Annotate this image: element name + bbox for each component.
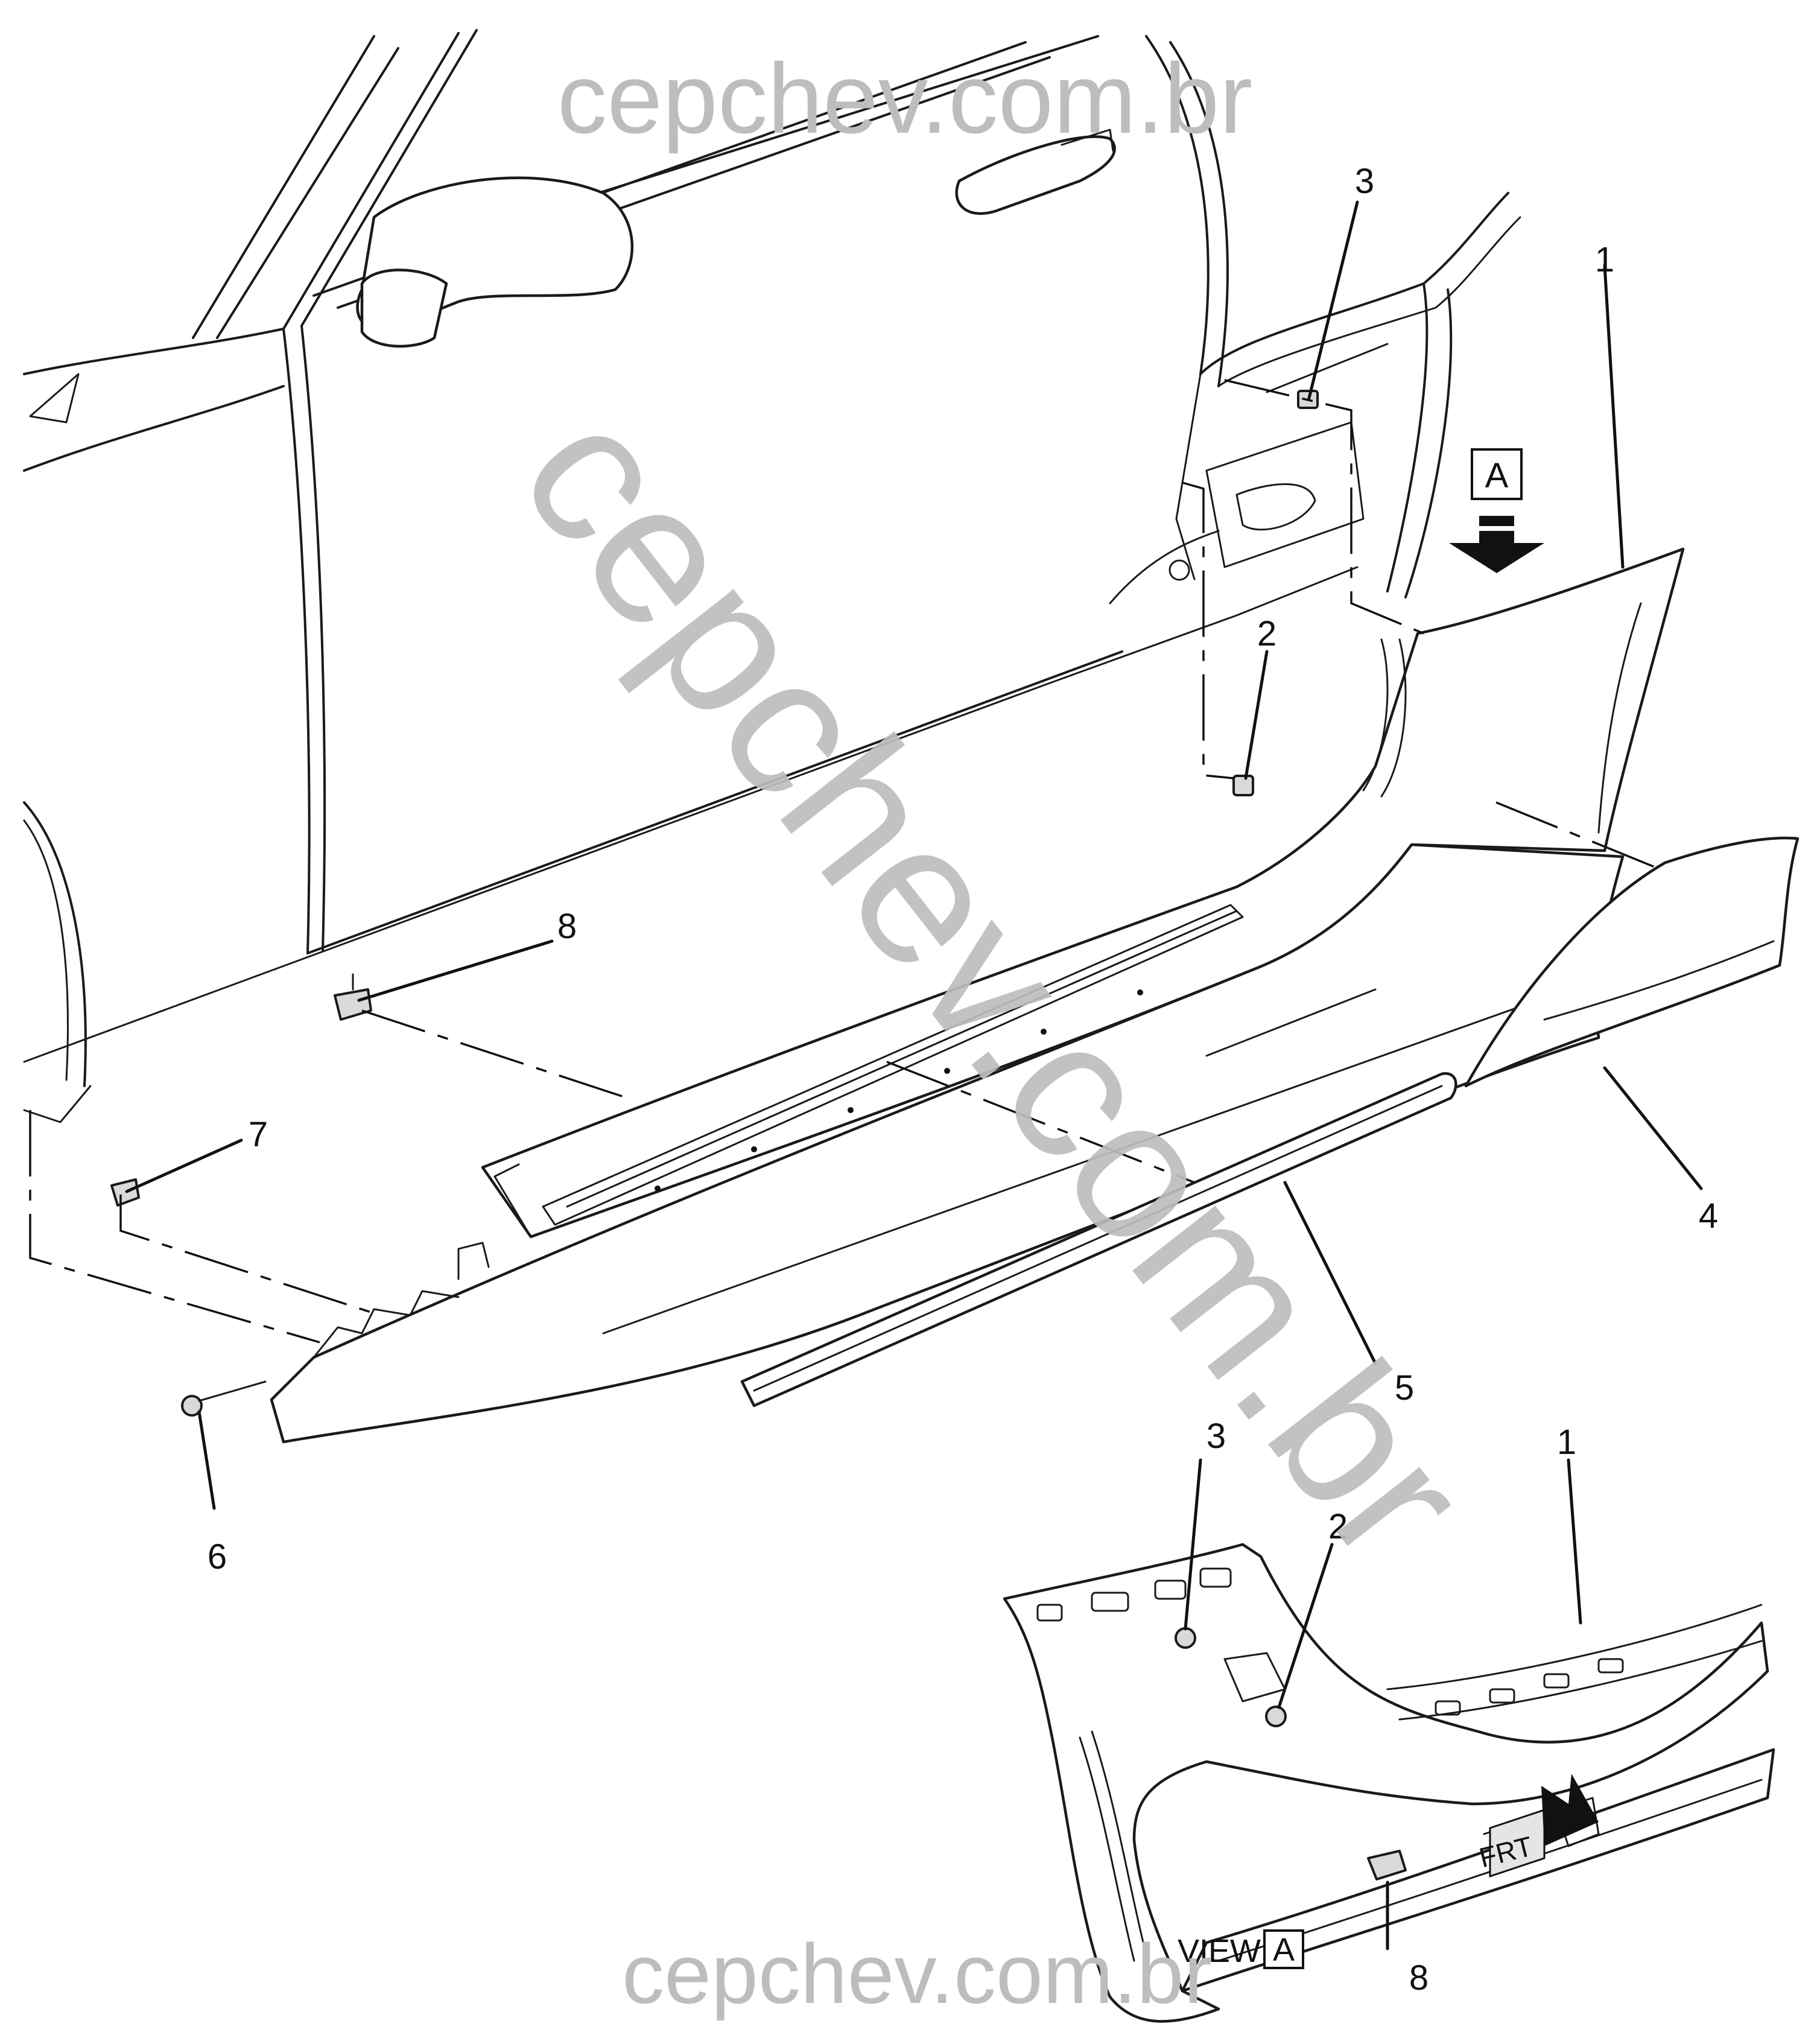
view-a-callouts: 1 2 3 8: [1207, 1417, 1576, 1998]
callout-5: 5: [1395, 1368, 1414, 1408]
view-label-box: [1263, 1929, 1304, 1969]
rocker-rear-extension: [1464, 836, 1800, 1088]
callout-8: 8: [557, 907, 577, 946]
view-callout-2: 2: [1328, 1507, 1348, 1546]
main-callouts: 1 2 3 4 5 6 7 8: [208, 162, 1718, 1576]
view-a-leader-lines: [1184, 1458, 1582, 1950]
fastener-7-clip: [110, 1178, 140, 1207]
callout-3: 3: [1355, 162, 1374, 201]
door-opening-structure: [1109, 192, 1521, 617]
leader-lines: [125, 200, 1703, 1510]
view-label: VIEW A: [1178, 1929, 1304, 1969]
callout-4: 4: [1699, 1196, 1718, 1236]
assembly-lines: [29, 379, 1660, 1344]
fastener-6-screw: [181, 1380, 267, 1417]
view-marker-box: [1471, 448, 1523, 500]
callout-2: 2: [1257, 614, 1276, 653]
view-marker-letter: A: [1485, 456, 1509, 495]
fastener-8-clip: [334, 973, 372, 1021]
door-handle: [955, 129, 1116, 215]
view-callout-3: 3: [1207, 1417, 1226, 1456]
callout-1: 1: [1595, 240, 1614, 279]
watermark-bottom: cepchev.com.br: [622, 1926, 1212, 2021]
view-callout-8: 8: [1409, 1958, 1429, 1998]
view-direction-arrow: A: [1449, 448, 1544, 573]
callout-6: 6: [208, 1537, 227, 1576]
side-mirror: [356, 176, 634, 348]
view-label-letter: A: [1273, 1932, 1295, 1968]
lower-molding-strip: [740, 1072, 1457, 1408]
callout-7: 7: [249, 1115, 268, 1154]
view-label-prefix: VIEW: [1178, 1933, 1261, 1969]
front-indicator: FRT: [1476, 1774, 1599, 1878]
watermark-top: cepchev.com.br: [557, 43, 1252, 154]
fastener-2-clip: [1232, 775, 1254, 796]
view-callout-1: 1: [1557, 1423, 1576, 1462]
